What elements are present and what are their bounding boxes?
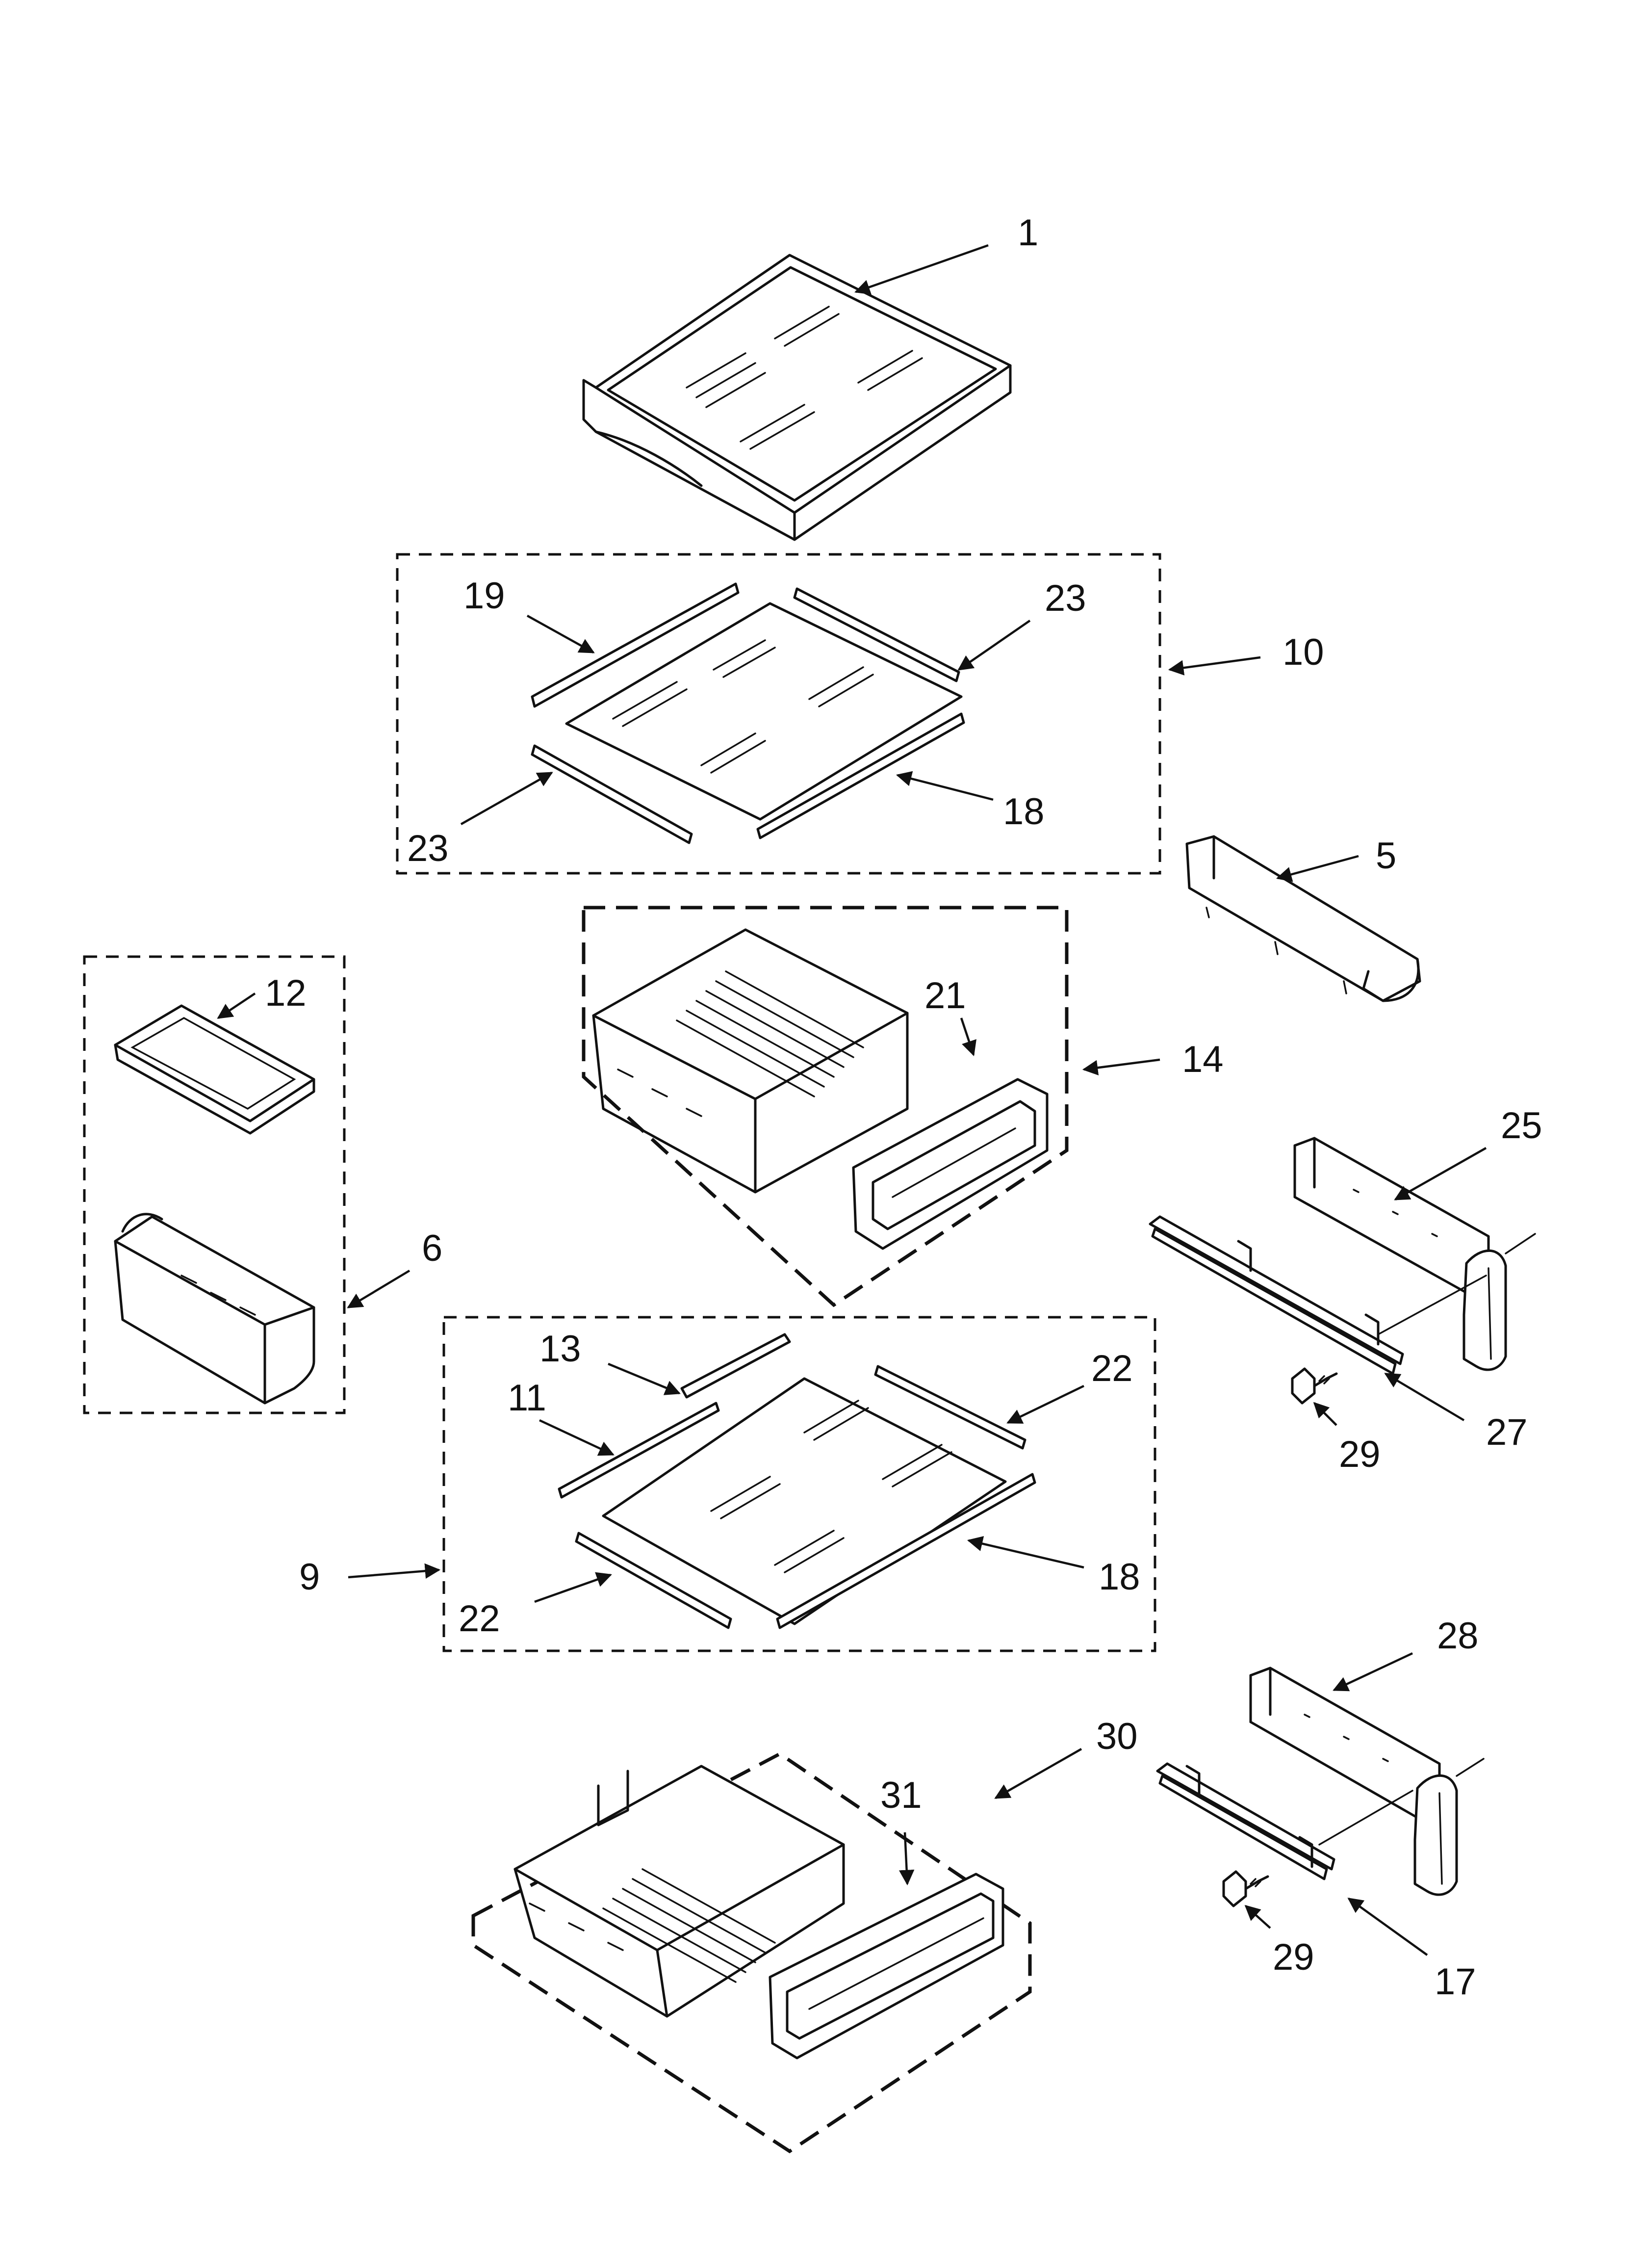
leader-29b — [1244, 1904, 1271, 1929]
part-18-trim-b — [776, 1473, 1036, 1629]
part-19-trim — [531, 582, 740, 708]
leader-19 — [526, 615, 595, 653]
part-18-trim — [756, 712, 965, 839]
callout-13: 13 — [539, 1328, 581, 1370]
part-9-glass-shelf — [602, 1377, 1007, 1625]
leader-5 — [1276, 855, 1359, 882]
leader-arrows — [217, 244, 1487, 1956]
part-12-lid — [114, 1004, 315, 1135]
assembly-9-box — [442, 1316, 1156, 1652]
callout-23a: 23 — [1045, 577, 1086, 619]
part-10-glass-shelf — [565, 602, 963, 821]
callout-31: 31 — [880, 1774, 922, 1816]
part-25-slide-cover — [1293, 1137, 1536, 1371]
callout-23b: 23 — [407, 828, 449, 869]
leader-22b — [534, 1572, 612, 1603]
leader-13 — [608, 1362, 681, 1395]
callout-28: 28 — [1437, 1615, 1479, 1657]
part-13-trim — [680, 1333, 791, 1399]
callout-18b: 18 — [1099, 1556, 1140, 1598]
part-6-bin — [114, 1213, 315, 1405]
callout-9: 9 — [299, 1556, 320, 1598]
part-30-crisper — [513, 1765, 845, 2018]
callout-29b: 29 — [1273, 1936, 1314, 1978]
callout-14: 14 — [1182, 1039, 1224, 1080]
callout-22a: 22 — [1091, 1348, 1133, 1389]
callout-30: 30 — [1096, 1716, 1138, 1757]
leader-18b — [967, 1536, 1084, 1569]
leader-17 — [1347, 1898, 1428, 1956]
callout-5: 5 — [1376, 835, 1396, 877]
part-28-slide-cover — [1249, 1667, 1485, 1896]
leader-11 — [539, 1419, 615, 1456]
leader-31 — [898, 1832, 915, 1886]
callout-1: 1 — [1018, 212, 1038, 254]
part-23-trim-top — [793, 587, 960, 682]
leader-29a — [1313, 1402, 1337, 1426]
part-31-crisper-front — [769, 1873, 1004, 2059]
callout-18a: 18 — [1003, 791, 1045, 833]
leader-23a — [957, 620, 1031, 671]
callout-12: 12 — [265, 972, 307, 1014]
part-5-rail — [1185, 835, 1421, 1002]
leader-9 — [348, 1563, 441, 1579]
leader-23b — [460, 772, 553, 825]
leader-22a — [1006, 1384, 1084, 1424]
callout-labels: 1 19 23 10 23 18 5 12 21 14 6 25 13 11 2… — [265, 212, 1542, 2003]
part-23-trim-bottom — [531, 744, 693, 844]
leader-27 — [1384, 1373, 1465, 1421]
assembly-6-box — [83, 955, 346, 1414]
callout-22b: 22 — [459, 1598, 500, 1640]
leader-1 — [854, 244, 989, 295]
callout-6: 6 — [422, 1227, 442, 1269]
leader-30 — [994, 1748, 1082, 1799]
part-29-screw-b — [1222, 1870, 1269, 1907]
leader-28 — [1333, 1652, 1413, 1692]
callout-17: 17 — [1435, 1961, 1476, 2003]
leader-12 — [217, 992, 256, 1019]
part-17-slide-rail — [1156, 1762, 1413, 1880]
leader-25 — [1394, 1147, 1487, 1200]
part-22-trim-bottom — [575, 1532, 732, 1629]
leader-14 — [1082, 1058, 1160, 1075]
leader-21 — [960, 1017, 976, 1056]
part-21-crisper-front — [852, 1078, 1049, 1250]
part-14-crisper — [592, 928, 909, 1194]
part-29-screw-a — [1291, 1367, 1338, 1405]
leader-18a — [896, 771, 994, 801]
callout-19: 19 — [463, 575, 505, 617]
callout-21: 21 — [924, 975, 966, 1017]
leader-10 — [1168, 656, 1261, 676]
assembly-14-box — [582, 906, 1069, 1307]
callout-11: 11 — [508, 1377, 546, 1419]
part-1-shelf — [582, 254, 1012, 541]
assembly-30-box — [471, 1751, 1032, 2154]
part-22-trim-top — [874, 1365, 1026, 1450]
callout-25: 25 — [1501, 1105, 1542, 1147]
callout-10: 10 — [1283, 631, 1324, 673]
callout-27: 27 — [1486, 1411, 1528, 1453]
part-11-trim — [558, 1402, 720, 1499]
callout-29a: 29 — [1339, 1434, 1381, 1475]
leader-6 — [347, 1270, 410, 1308]
